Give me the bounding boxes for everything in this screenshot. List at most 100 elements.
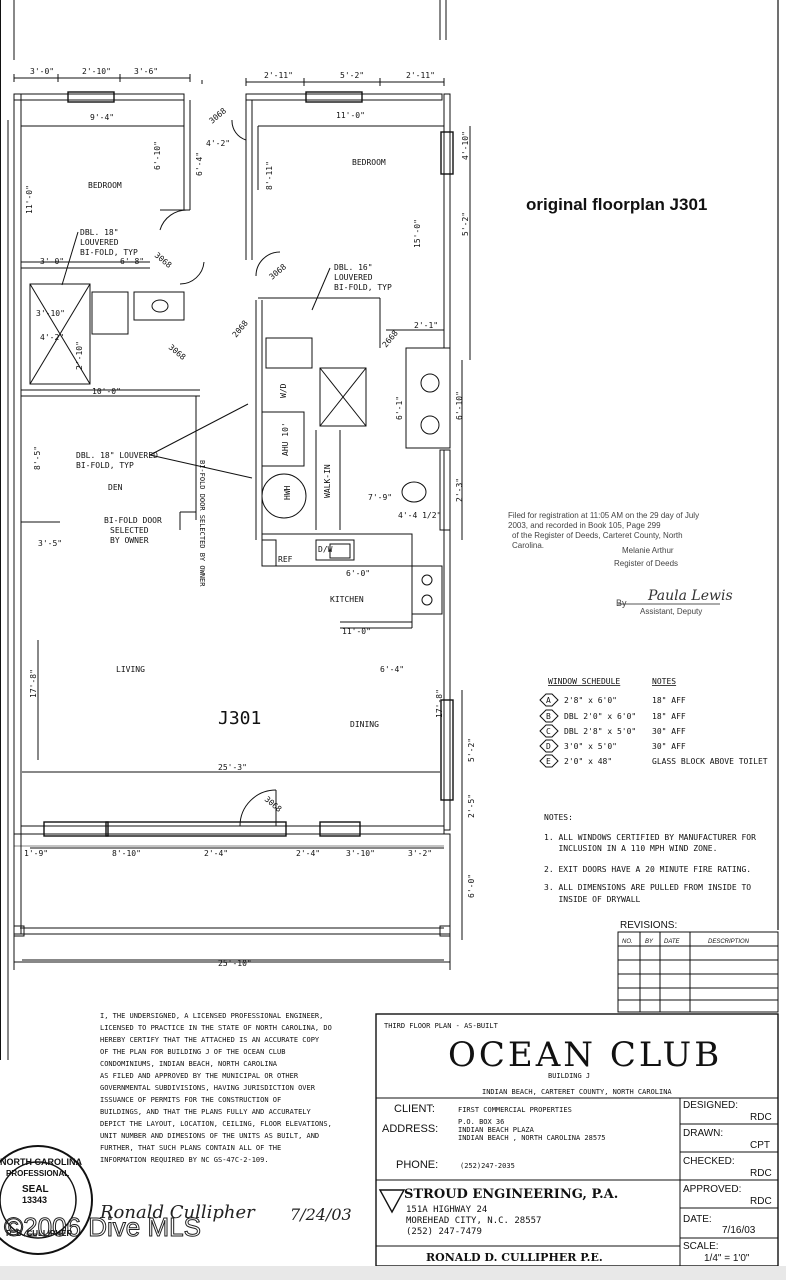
window-tag-d: D [546,742,551,751]
engineer-name: RONALD D. CULLIPHER P.E. [426,1251,603,1264]
room-bedroom-2: BEDROOM [352,158,386,167]
dim-top-left-2: 2'-10" [82,67,111,76]
dim-60-right: 6'-0" [467,874,476,898]
door-3068-c: 3068 [268,262,289,281]
signature-date: 7/24/03 [290,1205,352,1224]
room-dining: DINING [350,720,379,729]
room-den: DEN [108,483,123,492]
client-label: CLIENT: [394,1103,435,1115]
date-value: 7/16/03 [722,1225,756,1236]
cert-line-1: I, THE UNDERSIGNED, A LICENSED PROFESSIO… [100,1012,323,1020]
scale-value: 1/4" = 1'0" [704,1253,750,1264]
window-notes-header: NOTES [652,677,676,686]
recording-by: By [616,598,627,608]
revisions-col-by: BY [645,939,654,945]
recording-line-4: Carolina. [512,541,544,550]
note-bifold-owner-b: SELECTED [110,526,149,535]
dim-bedroom2-width: 11'-0" [336,111,365,120]
label-walk-in: WALK-IN [323,464,332,498]
dim-64-kitchen: 6'-4" [380,665,404,674]
dim-110-kitchen: 11'-0" [342,627,371,636]
door-3068-e: 3068 [263,795,284,814]
notes-header: NOTES: [544,813,573,822]
cert-line-12: FURTHER, THAT SUCH PLANS CONTAIN ALL OF … [100,1144,281,1152]
dim-bottom-5: 3'-10" [346,849,375,858]
revisions-col-description: DESCRIPTION [708,939,750,945]
firm-phone: (252) 247-7479 [406,1227,482,1237]
address-line-1: P.O. BOX 36 [458,1118,504,1126]
door-2068: 2068 [231,319,250,340]
recording-deputy: Assistant, Deputy [640,607,702,616]
engineer-seal: NORTH CAROLINA PROFESSIONAL SEAL 13343 R… [0,1157,82,1238]
label-hwh: HWH [283,485,292,500]
dim-bottom-3: 2'-4" [204,849,228,858]
window-tag-e: E [546,757,551,766]
project-location: INDIAN BEACH, CARTERET COUNTY, NORTH CAR… [482,1088,672,1096]
dim-42: 4'-2" [40,333,64,342]
note-louvered-3b: BI-FOLD, TYP [76,461,134,470]
revisions-col-no: NO. [622,939,633,945]
dim-85: 8'-5" [33,446,42,470]
window-note-a: 18" AFF [652,696,686,705]
seal-number: 13343 [22,1195,47,1205]
dim-25-right: 2'-5" [467,794,476,818]
checked-label: CHECKED: [683,1156,735,1167]
drawn-label: DRAWN: [683,1128,723,1139]
cert-line-11: UNIT NUMBER AND DIMESIONS OF THE UNITS A… [100,1132,319,1140]
dim-150: 15'-0" [413,219,422,248]
dim-68: 6'-8" [120,257,144,266]
dim-21: 2'-1" [414,321,438,330]
dim-top-left-3: 3'-6" [134,67,158,76]
date-label: DATE: [683,1214,712,1225]
cert-line-2: LICENSED TO PRACTICE IN THE STATE OF NOR… [100,1024,332,1032]
dim-bottom-6: 3'-2" [408,849,432,858]
project-name: OCEAN CLUB [448,1035,722,1075]
revisions-title: REVISIONS: [620,920,677,931]
window-note-c: 30" AFF [652,727,686,736]
dim-610-right: 6'-10" [455,391,464,420]
address-line-2: INDIAN BEACH PLAZA [458,1126,535,1134]
recording-line-3: of the Register of Deeds, Carteret Count… [512,531,683,540]
approved-label: APPROVED: [683,1184,741,1195]
window-note-e: GLASS BLOCK ABOVE TOILET [652,757,768,766]
window-size-a: 2'8" x 6'0" [564,696,617,705]
window-tag-a: A [546,696,551,705]
phone-label: PHONE: [396,1159,438,1171]
firm-name: STROUD ENGINEERING, P.A. [404,1187,618,1202]
room-kitchen: KITCHEN [330,595,364,604]
dim-top-right-1: 2'-11" [264,71,293,80]
dim-610: 6'-10" [153,141,162,170]
phone-number: (252)247-2035 [460,1162,515,1170]
dim-64: 6'-4" [195,152,204,176]
window-schedule-header: WINDOW SCHEDULE [548,677,620,686]
door-3068-b: 3068 [153,251,174,270]
dim-210: 2'-10" [75,341,84,370]
cert-line-9: BUILDINGS, AND THAT THE PLANS FULLY AND … [100,1108,312,1116]
window-size-d: 3'0" x 5'0" [564,742,617,751]
address-label: ADDRESS: [382,1123,438,1135]
note-2: 2. EXIT DOORS HAVE A 20 MINUTE FIRE RATI… [544,865,751,874]
door-3068-a: 3068 [208,106,229,125]
room-bedroom-1: BEDROOM [88,181,122,190]
dim-410: 4'-10" [461,131,470,160]
window-note-d: 30" AFF [652,742,686,751]
recording-stamp: Filed for registration at 11:05 AM on th… [508,511,733,616]
dim-top-right-3: 2'-11" [406,71,435,80]
dim-253: 25'-3" [218,763,247,772]
seal-engineer: R. D. CULLIPHER [6,1229,72,1238]
dim-100: 10'-0" [92,387,121,396]
dim-178: 17'-8" [29,669,38,698]
register-name: Melanie Arthur [622,546,674,555]
certification-statement: I, THE UNDERSIGNED, A LICENSED PROFESSIO… [100,1012,332,1164]
dim-top-left-1: 3'-0" [30,67,54,76]
note-louvered-2a: DBL. 16" [334,263,373,272]
door-3068-d: 3068 [167,343,188,362]
address-line-3: INDIAN BEACH , NORTH CAROLINA 28575 [458,1134,606,1142]
engineer-signature: Ronald Cullipher [99,1202,256,1223]
note-3b: INSIDE OF DRYWALL [544,895,641,904]
seal-professional: PROFESSIONAL [6,1169,69,1178]
scale-label: SCALE: [683,1241,719,1252]
watermark: ©2006 Dive MLS [4,1212,201,1242]
cert-line-5: CONDOMINIUMS, INDIAN BEACH, NORTH CAROLI… [100,1060,278,1068]
